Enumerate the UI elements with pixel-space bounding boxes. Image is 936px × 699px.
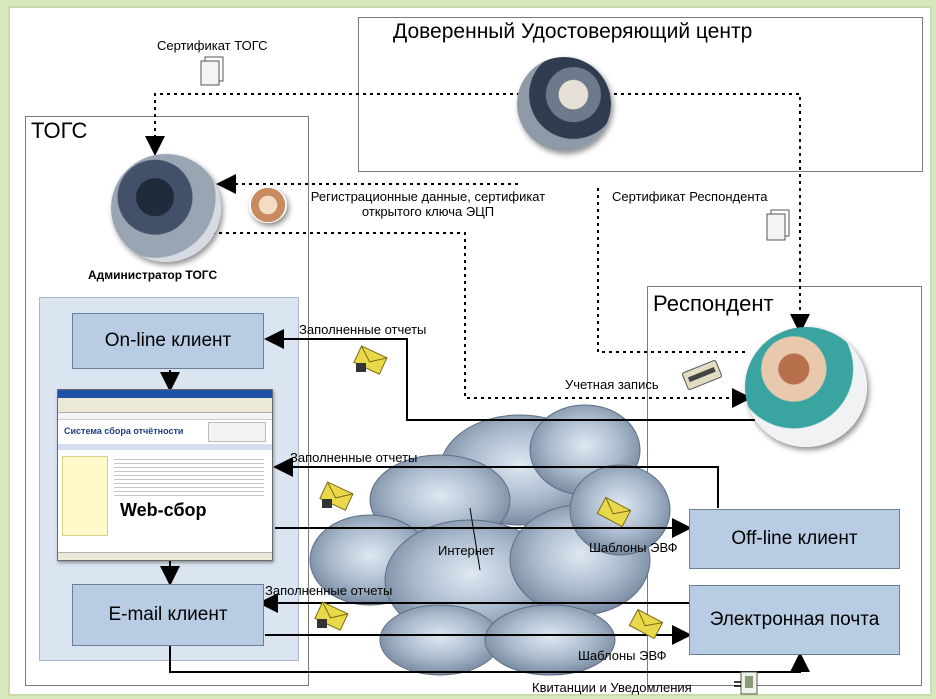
browser-tabbar bbox=[58, 413, 272, 420]
togs-title: ТОГС bbox=[31, 118, 88, 143]
account-card-icon bbox=[682, 360, 722, 390]
registration-line-1: Регистрационные данные, сертификат bbox=[310, 189, 546, 204]
browser-content-lines bbox=[114, 456, 264, 496]
account-label: Учетная запись bbox=[565, 377, 659, 392]
togs-region bbox=[25, 116, 309, 686]
browser-titlebar bbox=[58, 390, 272, 398]
admin-photo bbox=[111, 154, 221, 262]
envelope-lock-icon-1 bbox=[353, 345, 388, 375]
browser-statusbar bbox=[58, 552, 272, 560]
filled-reports-label-2: Заполненные отчеты bbox=[290, 450, 418, 465]
email-box: Электронная почта bbox=[689, 585, 900, 655]
online-client-box: On-line клиент bbox=[72, 313, 264, 369]
offline-client-box: Off-line клиент bbox=[689, 509, 900, 569]
web-browser-screenshot: Система сбора отчётности Web-сбор bbox=[57, 389, 273, 561]
receipt-document-icon bbox=[734, 671, 758, 695]
togs-certificate-document-icon bbox=[200, 56, 224, 86]
envelope-icon-templates-2 bbox=[628, 609, 664, 639]
togs-certificate-label: Сертификат ТОГС bbox=[157, 38, 268, 53]
browser-site-title: Система сбора отчётности bbox=[64, 426, 184, 436]
envelope-lock-icon-2 bbox=[319, 481, 354, 511]
internet-label: Интернет bbox=[438, 543, 495, 558]
respondent-certificate-label: Сертификат Респондента bbox=[612, 189, 768, 204]
web-collection-label: Web-сбор bbox=[120, 500, 207, 520]
browser-login-box bbox=[208, 422, 266, 442]
filled-reports-label-1: Заполненные отчеты bbox=[299, 322, 427, 337]
ca-photo bbox=[517, 57, 611, 151]
handshake-icon bbox=[249, 187, 287, 223]
respondent-photo bbox=[745, 327, 867, 447]
browser-side-panel bbox=[62, 456, 108, 536]
envelope-icon-templates-1 bbox=[596, 497, 632, 527]
respondent-title: Респондент bbox=[653, 291, 774, 316]
filled-reports-label-3: Заполненные отчеты bbox=[265, 583, 393, 598]
registration-line-2: открытого ключа ЭЦП bbox=[361, 204, 495, 219]
browser-toolbar bbox=[58, 398, 272, 413]
admin-togs-label: Администратор ТОГС bbox=[88, 268, 218, 282]
email-client-box: E-mail клиент bbox=[72, 584, 264, 646]
receipts-label: Квитанции и Уведомления bbox=[532, 680, 692, 695]
browser-nav-strip bbox=[58, 444, 272, 450]
registration-data-label: Регистрационные данные, сертификат откры… bbox=[293, 189, 563, 219]
envelope-lock-icon-3 bbox=[314, 601, 349, 631]
ca-title: Доверенный Удостоверяющий центр bbox=[393, 20, 753, 43]
templates-label-1: Шаблоны ЭВФ bbox=[589, 540, 678, 555]
templates-label-2: Шаблоны ЭВФ bbox=[578, 648, 667, 663]
respondent-certificate-document-icon bbox=[766, 209, 790, 241]
